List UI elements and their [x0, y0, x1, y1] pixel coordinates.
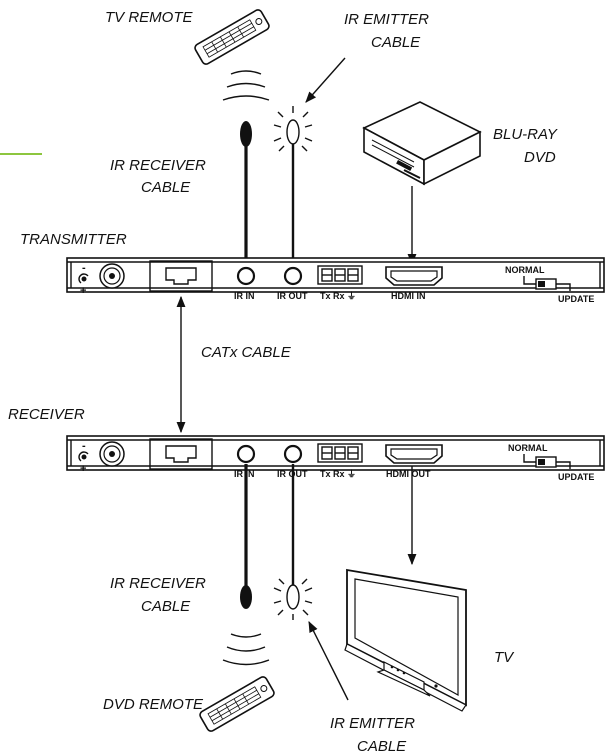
ir-receiver-bottom-label-1: IR RECEIVER	[110, 575, 206, 592]
rx-ir-in-label: IR IN	[234, 469, 255, 479]
rx-ir-in-jack	[236, 444, 256, 464]
rx-hdmi-label: HDMI OUT	[386, 469, 431, 479]
ir-emitter-top-label-2: CABLE	[371, 34, 421, 51]
transmitter-panel: - + IR IN	[66, 257, 605, 304]
ir-waves-top-icon	[222, 70, 270, 101]
rx-serial-terminal-icon	[317, 443, 363, 463]
ir-receiver-top-label-2: CABLE	[141, 179, 191, 196]
rx-hdmi-port-icon	[385, 444, 443, 464]
dvd-remote-label: DVD REMOTE	[103, 696, 204, 713]
rx-update-label: UPDATE	[558, 472, 594, 482]
tv-remote-label: TV REMOTE	[105, 9, 193, 26]
receiver-panel: - + IR IN	[66, 435, 605, 482]
ir-emitter-bottom-label-1: IR EMITTER	[330, 715, 415, 732]
ir-receiver-bottom-label-2: CABLE	[141, 598, 191, 615]
tx-update-label: UPDATE	[558, 294, 594, 304]
ir-emitter-bottom-label-2: CABLE	[357, 738, 407, 754]
rx-dc-polarity-icon	[78, 451, 89, 462]
rx-rj45-port-icon	[149, 438, 213, 470]
tx-normal-label: NORMAL	[505, 265, 545, 275]
rx-normal-label: NORMAL	[508, 443, 548, 453]
rx-mode-switch	[523, 454, 571, 469]
rx-ir-out-jack	[283, 444, 303, 464]
ir-emitter-top-label-1: IR EMITTER	[344, 11, 429, 28]
blu-ray-label-1: BLU-RAY	[493, 126, 558, 143]
tx-dc-polarity-icon	[78, 273, 89, 284]
ir-emitter-top-arrow	[305, 57, 346, 103]
blu-ray-player-icon	[362, 101, 482, 186]
dvd-remote-icon	[199, 676, 275, 732]
tx-hdmi-label: HDMI IN	[391, 291, 426, 301]
tx-plus-label: +	[80, 285, 86, 297]
rx-serial-label: Tx Rx ⏚	[320, 469, 356, 479]
ir-receiver-eye-top-icon	[240, 121, 252, 266]
tv-remote-icon	[194, 9, 270, 65]
tx-power-jack-icon	[99, 263, 125, 289]
transmitter-label: TRANSMITTER	[20, 231, 127, 248]
tx-ir-in-label: IR IN	[234, 291, 255, 301]
tx-serial-terminal-icon	[317, 265, 363, 285]
tx-ir-out-label: IR OUT	[277, 291, 308, 301]
tx-rj45-port-icon	[149, 260, 213, 292]
blu-ray-label-2: DVD	[524, 149, 556, 166]
tv-icon	[344, 568, 467, 712]
receiver-label: RECEIVER	[8, 406, 85, 423]
ir-emitter-bulb-top-icon	[273, 106, 313, 266]
rx-plus-label: +	[80, 463, 86, 475]
tv-label: TV	[494, 649, 515, 666]
ir-receiver-top-label-1: IR RECEIVER	[110, 157, 206, 174]
tx-ir-out-jack	[283, 266, 303, 286]
tx-mode-switch	[523, 276, 571, 291]
tx-ir-in-jack	[236, 266, 256, 286]
tx-serial-label: Tx Rx ⏚	[320, 291, 356, 301]
catx-cable-label: CATx CABLE	[201, 344, 292, 361]
rx-power-jack-icon	[99, 441, 125, 467]
ir-receiver-eye-bottom-icon	[240, 464, 252, 609]
ir-emitter-bulb-bottom-icon	[273, 464, 313, 620]
rx-minus-label: -	[82, 440, 86, 452]
tx-hdmi-port-icon	[385, 266, 443, 286]
ir-emitter-bottom-arrow	[308, 620, 349, 701]
ir-waves-bottom-icon	[222, 633, 270, 666]
tx-minus-label: -	[82, 262, 86, 274]
